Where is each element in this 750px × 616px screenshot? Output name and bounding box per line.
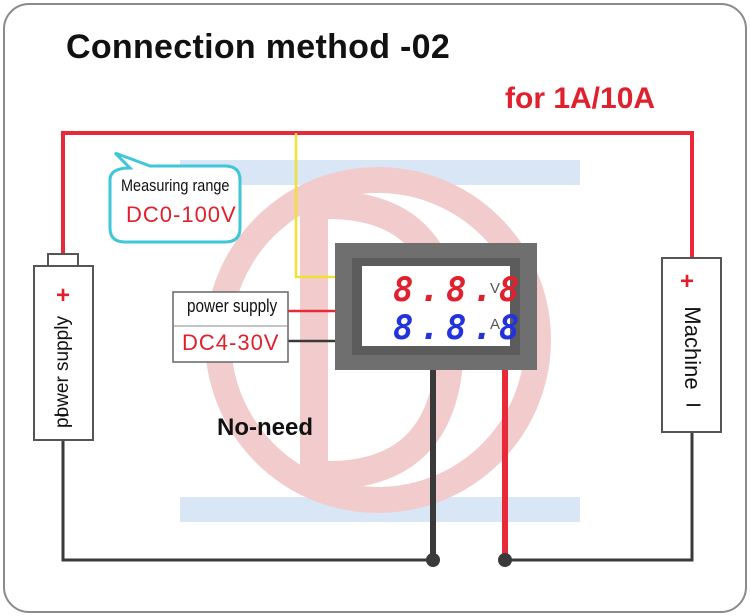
machine-body xyxy=(661,257,722,433)
no-need-note: No-need xyxy=(217,414,313,441)
wire-black-bottom xyxy=(61,440,433,562)
battery-minus-sign: I xyxy=(51,412,74,418)
machine-plus-sign: + xyxy=(680,268,695,295)
junction-dot-black xyxy=(426,553,440,567)
battery-body xyxy=(33,265,94,441)
callout-bubble xyxy=(108,151,242,244)
current-readout: 8.8.8 xyxy=(393,308,526,348)
page-subtitle: for 1A/10A xyxy=(505,82,656,115)
watermark-logo xyxy=(180,160,580,522)
wire-black-machine xyxy=(505,432,694,562)
meter-screen xyxy=(362,266,510,346)
voltage-readout: 8.8.8 xyxy=(393,270,526,310)
battery-plus-sign: + xyxy=(56,282,71,309)
machine-label: Machine xyxy=(680,306,705,390)
machine-minus-sign: I xyxy=(681,402,704,408)
aux-supply-voltage: DC4-30V xyxy=(182,330,280,355)
current-unit: A xyxy=(490,316,501,333)
junction-dot-red xyxy=(498,553,512,567)
voltage-unit: V xyxy=(490,280,501,297)
battery-label: power supply xyxy=(52,316,73,428)
wire-red-top xyxy=(61,131,694,258)
wire-yellow-sense xyxy=(294,133,335,279)
aux-supply-box xyxy=(172,291,289,363)
callout-measuring-range-value: DC0-100V xyxy=(126,202,237,227)
callout-measuring-range-label: Measuring range xyxy=(121,176,230,195)
aux-supply-label: power supply xyxy=(187,296,278,316)
page-title: Connection method -02 xyxy=(66,28,451,66)
